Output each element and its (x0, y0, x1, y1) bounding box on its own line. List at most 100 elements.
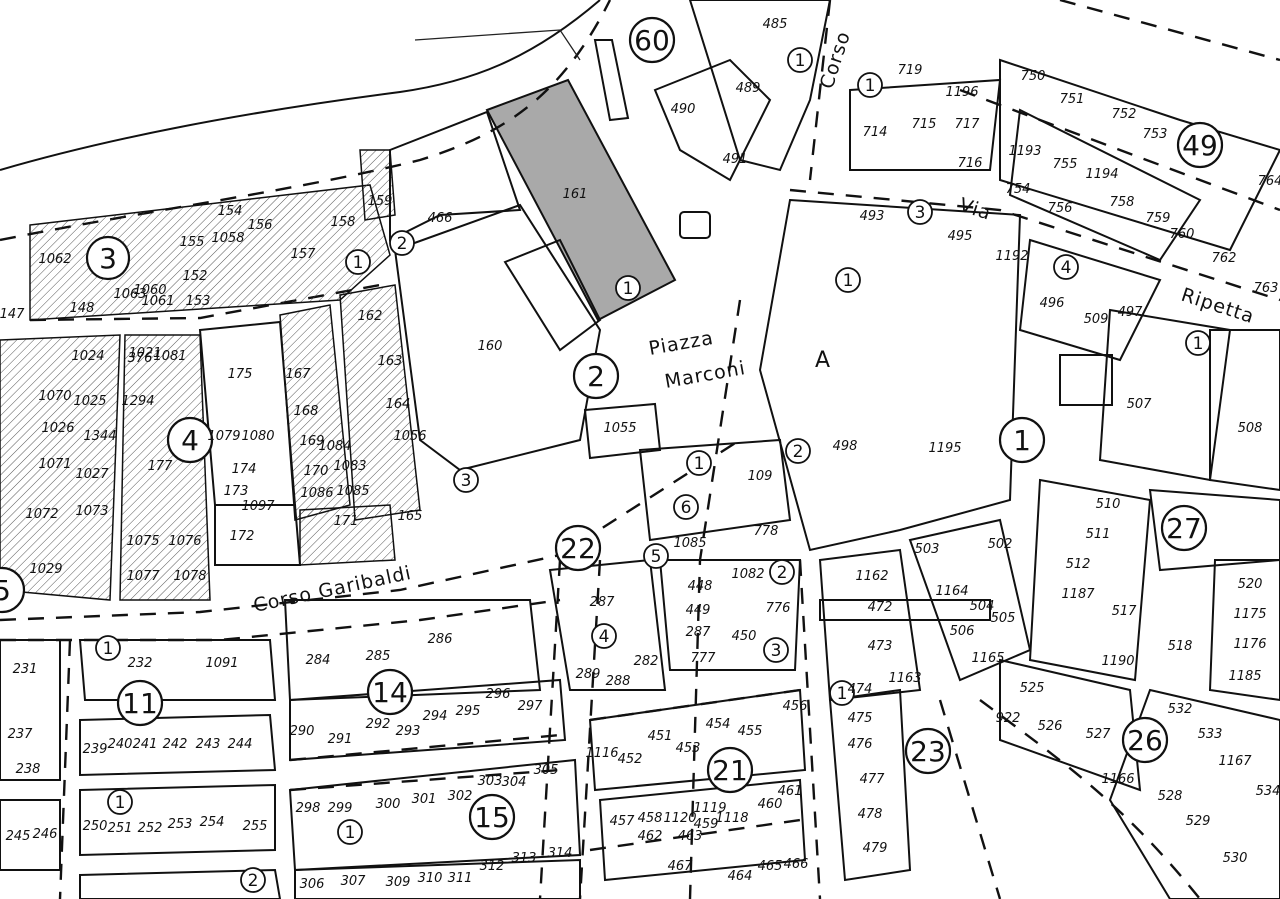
parcel-label-476: 476 (848, 737, 873, 752)
circle-marker (1053, 254, 1079, 280)
parcel-label-310: 310 (418, 871, 443, 886)
circle-number-label: 11 (122, 687, 158, 720)
circle-marker (628, 16, 676, 64)
parcel-label-240: 240 (108, 737, 133, 752)
circled-number-2: 2 (785, 438, 811, 464)
parcel-label-174: 174 (232, 462, 257, 477)
parcel-label-147: 147 (0, 307, 25, 322)
circled-number-15: 15 (468, 793, 516, 841)
circle-marker (686, 450, 712, 476)
parcel-label-157: 157 (291, 247, 317, 262)
parcel-label-464: 464 (728, 869, 753, 884)
parcel-label-493: 493 (860, 209, 885, 224)
parcel-label-449: 449 (686, 603, 711, 618)
parcel-label-1082: 1082 (731, 567, 764, 582)
parcel-label-922: 922 (996, 711, 1021, 726)
parcel-label-1119: 1119 (693, 801, 726, 816)
street-label-piazza: Piazza (647, 327, 715, 360)
parcel-label-532: 532 (1168, 702, 1193, 717)
parcel-label-1190: 1190 (1101, 654, 1134, 669)
parcel-label-297: 297 (518, 699, 544, 714)
circle-marker (785, 438, 811, 464)
parcel-label-756: 756 (1048, 201, 1073, 216)
circle-number-label: 1 (1193, 334, 1204, 354)
parcel-label-1026: 1026 (41, 421, 74, 436)
parcel-label-252: 252 (138, 821, 163, 836)
parcel-label-479: 479 (863, 841, 888, 856)
parcel-label-458: 458 (638, 811, 663, 826)
circle-number-label: 2 (248, 871, 259, 891)
parcel-label-764: 764 (1258, 174, 1280, 189)
parcel-label-466: 466 (784, 857, 809, 872)
circle-number-label: 21 (712, 754, 748, 787)
parcel-label-1085: 1085 (336, 484, 369, 499)
circled-number-4: 4 (591, 623, 617, 649)
parcel-label-502: 502 (988, 537, 1013, 552)
circle-marker (1185, 330, 1211, 356)
circle-number-label: 1 (865, 76, 876, 96)
circled-number-1: 1 (615, 275, 641, 301)
parcel-label-1029: 1029 (29, 562, 62, 577)
parcel-label-155: 155 (180, 235, 205, 250)
parcel-label-292: 292 (366, 717, 391, 732)
circle-number-label: 49 (1182, 129, 1218, 162)
parcel-label-456: 456 (783, 699, 808, 714)
circle-number-label: 5 (0, 574, 11, 607)
parcel-label-460: 460 (758, 797, 783, 812)
circle-marker (615, 275, 641, 301)
parcel-label-1187: 1187 (1061, 587, 1095, 602)
north-edge-lines (0, 0, 612, 242)
parcel-label-1062: 1062 (38, 252, 71, 267)
parcel-label-291: 291 (328, 732, 353, 747)
circled-number-26: 26 (1121, 716, 1169, 764)
parcel-label-307: 307 (341, 874, 367, 889)
parcel-label-511: 511 (1086, 527, 1111, 542)
parcel-label-246: 246 (33, 827, 58, 842)
parcel-label-485: 485 (763, 17, 788, 32)
parcel-label-312: 312 (480, 859, 505, 874)
parcel-label-478: 478 (858, 807, 883, 822)
parcel-label-1078: 1078 (173, 569, 206, 584)
circle-number-label: 3 (915, 203, 926, 223)
parcel-label-169: 169 (300, 434, 325, 449)
parcel-label-1176: 1176 (1233, 637, 1266, 652)
parcel-label-298: 298 (296, 801, 321, 816)
parcel-label-156: 156 (248, 218, 273, 233)
parcel-label-457: 457 (610, 814, 636, 829)
parcel-label-309: 309 (386, 875, 411, 890)
circle-number-label: 22 (560, 532, 596, 565)
parcel-label-758: 758 (1110, 195, 1135, 210)
parcel-label-239: 239 (83, 742, 108, 757)
circle-marker (116, 679, 164, 727)
parcel-label-489: 489 (736, 81, 761, 96)
circle-number-label: 5 (651, 547, 662, 567)
parcel-label-527: 527 (1086, 727, 1112, 742)
block-letter-a: A (815, 348, 830, 373)
circle-marker (857, 72, 883, 98)
hatched-blocks-northwest (0, 149, 421, 601)
parcel-label-1056: 1056 (393, 429, 426, 444)
circle-number-label: 1 (1013, 424, 1031, 457)
street-label-marconi: Marconi (663, 357, 747, 393)
parcel-label-508: 508 (1238, 421, 1263, 436)
circled-number-6: 6 (673, 494, 699, 520)
circle-number-label: 4 (599, 627, 610, 647)
parcel-label-506: 506 (950, 624, 975, 639)
parcel-label-490: 490 (671, 102, 696, 117)
parcel-label-287: 287 (590, 595, 616, 610)
circle-number-label: 14 (372, 676, 408, 709)
parcel-label-305: 305 (534, 763, 559, 778)
circled-number-1: 1 (686, 450, 712, 476)
circle-marker (554, 524, 602, 572)
parcel-label-465: 465 (758, 859, 783, 874)
circle-number-label: 3 (771, 641, 782, 661)
circled-number-3: 3 (763, 637, 789, 663)
parcel-label-1058: 1058 (211, 231, 244, 246)
circle-number-label: 1 (345, 823, 356, 843)
circled-number-2: 2 (572, 352, 620, 400)
circle-marker (835, 267, 861, 293)
circled-number-1: 1 (1185, 330, 1211, 356)
parcel-label-517: 517 (1112, 604, 1138, 619)
parcel-label-241: 241 (133, 737, 158, 752)
circle-marker (389, 230, 415, 256)
